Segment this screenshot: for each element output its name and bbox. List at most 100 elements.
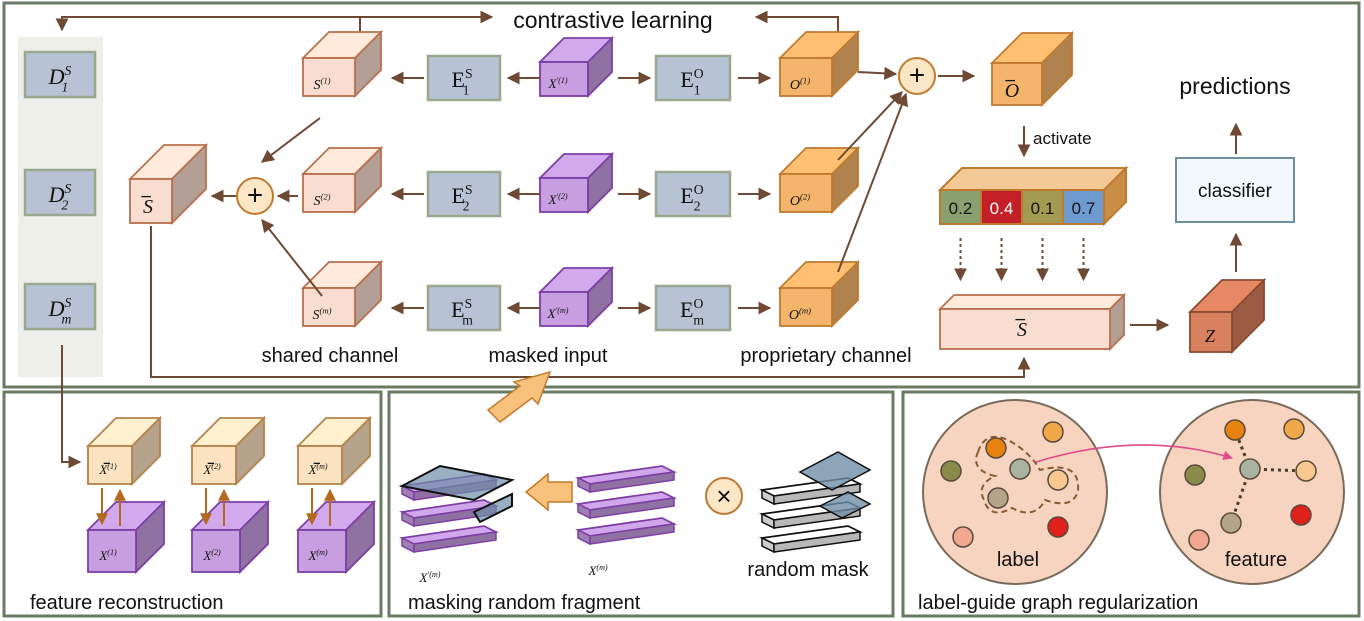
z-label-base: Z bbox=[1205, 326, 1216, 346]
shared-block-label-2-base: S bbox=[313, 194, 320, 209]
recon-block-label-2: X(2) bbox=[202, 462, 221, 477]
shared-encoder-label-3-sub: m bbox=[462, 313, 473, 328]
label-cluster-outline bbox=[975, 436, 1080, 514]
fill-arrow-left bbox=[524, 472, 573, 512]
shared-block-label-1: S(1) bbox=[313, 75, 330, 93]
prop-block-2 bbox=[777, 145, 861, 215]
prop-block-label-2-base: O bbox=[790, 194, 800, 209]
arrow-propm-to-sum bbox=[837, 92, 908, 273]
shared-block-label-3-base: S bbox=[312, 308, 319, 323]
decoder-label-1-base: D bbox=[48, 64, 65, 89]
prop-block-1-front bbox=[779, 57, 833, 97]
prop-encoder-label-3-base: E bbox=[680, 297, 693, 322]
decoder-label-3-sub: m bbox=[61, 312, 71, 327]
shared-encoder-label-1-sup: S bbox=[465, 66, 473, 81]
masked-input-caption: masked input bbox=[489, 345, 608, 367]
feature-caption: feature bbox=[1225, 549, 1287, 571]
mask-fragment-2 bbox=[818, 491, 872, 519]
feature-reconstruction-title: feature reconstruction bbox=[30, 592, 223, 614]
label-caption: label bbox=[997, 549, 1039, 571]
multiply-op: × bbox=[705, 477, 743, 515]
shared-block-1-front bbox=[302, 57, 356, 97]
graph-layer bbox=[922, 399, 1345, 585]
shared-block-label-2-sup: (2) bbox=[320, 191, 330, 201]
feature-node-olive bbox=[1184, 464, 1206, 486]
prop-block-label-2: O(2) bbox=[790, 191, 810, 209]
prop-block-3-front bbox=[779, 287, 833, 327]
prop-block-label-3: O(m) bbox=[789, 305, 811, 323]
reconstruction-layer: X(1)X(1)X(2)X(2)X(m)X(m) bbox=[85, 415, 377, 575]
shared-encoder-label-2-base: E bbox=[451, 183, 464, 208]
prop-encoder-label-2-base: E bbox=[680, 183, 693, 208]
arrow-shared1-to-sum bbox=[260, 117, 321, 163]
recon-block-1 bbox=[85, 415, 163, 487]
shared-block-2 bbox=[300, 145, 384, 215]
shared-encoder-label-3-base: E bbox=[451, 297, 464, 322]
masked-fragment-1 bbox=[399, 464, 515, 502]
weighted-shared-block bbox=[937, 292, 1127, 352]
raw-input-slab-2 bbox=[575, 491, 677, 520]
prop-block-label-3-sup: (m) bbox=[799, 305, 811, 315]
shared-aggregate-block-front bbox=[129, 178, 173, 224]
recon-block-label-3-base: X bbox=[307, 462, 317, 477]
shared-sum-glyph: + bbox=[247, 180, 263, 211]
activate-caption: activate bbox=[1033, 129, 1092, 148]
masked-block-3 bbox=[537, 265, 615, 329]
multiply-ring bbox=[705, 477, 743, 515]
shared-block-label-2: S(2) bbox=[313, 191, 330, 209]
shared-block-3 bbox=[300, 259, 384, 329]
masked-block-label-2: X′(2) bbox=[547, 192, 567, 207]
weight-value-2: 0.4 bbox=[990, 199, 1014, 218]
recon-block-3 bbox=[295, 415, 373, 487]
prop-encoder-3 bbox=[654, 284, 732, 332]
prop-encoder-label-3-sub: m bbox=[693, 313, 704, 328]
weighted-shared-label-base: S bbox=[1017, 319, 1027, 341]
input-block-label-2-sup: (2) bbox=[211, 548, 221, 557]
shared-block-label-1-base: S bbox=[313, 78, 320, 93]
shared-aggregate-block bbox=[127, 142, 209, 226]
masked-block-label-2-sup: ′(2) bbox=[556, 192, 567, 201]
decoder-label-1-sup: S bbox=[65, 63, 72, 78]
graph-panel bbox=[901, 390, 1361, 618]
masked-fragment-2 bbox=[472, 492, 513, 524]
predictions-caption: predictions bbox=[1179, 73, 1290, 99]
input-block-label-3: X(m) bbox=[307, 548, 327, 563]
input-block-label-1-base: X bbox=[98, 548, 108, 563]
weighted-shared-block-top bbox=[937, 294, 1127, 310]
decoder-label-1-sub: 1 bbox=[61, 80, 68, 95]
weight-cell-1 bbox=[939, 189, 982, 225]
prop-encoder-label-1-base: E bbox=[680, 67, 693, 92]
mask-fragment-1 bbox=[798, 451, 872, 491]
weight-value-3: 0.1 bbox=[1031, 199, 1055, 218]
feature-node-amber bbox=[1283, 418, 1305, 440]
recon-block-label-1-sup: (1) bbox=[107, 462, 117, 471]
input-block-label-1: X(1) bbox=[98, 548, 117, 563]
random-mask-caption: random mask bbox=[747, 559, 869, 581]
weight-cell-2 bbox=[980, 189, 1023, 225]
shared-channel-caption: shared channel bbox=[262, 345, 399, 367]
raw-input-label: X(m) bbox=[587, 563, 607, 578]
feature-node-light bbox=[1295, 460, 1317, 482]
recon-block-label-2-sup: (2) bbox=[211, 462, 221, 471]
input-block-label-2-base: X bbox=[202, 548, 212, 563]
prop-block-label-2-sup: (2) bbox=[800, 191, 810, 201]
weight-cell-3 bbox=[1021, 189, 1064, 225]
masked-block-2 bbox=[537, 151, 615, 215]
prop-aggregate-label: O bbox=[1005, 80, 1019, 102]
label-node-red bbox=[1047, 516, 1069, 538]
prop-encoder-label-3-sup: O bbox=[693, 296, 703, 311]
masked-block-label-2-base: X bbox=[547, 192, 557, 207]
z-label: Z bbox=[1205, 326, 1216, 346]
shared-encoder-label-1-sub: 1 bbox=[463, 83, 470, 98]
weighted-shared-block-front bbox=[939, 308, 1111, 350]
masked-output-label: X′(m) bbox=[419, 570, 441, 585]
shared-block-3-front bbox=[302, 287, 356, 327]
feature-node-red bbox=[1290, 504, 1312, 526]
masked-block-label-3-base: X bbox=[547, 306, 557, 321]
raw-input-label-sup: (m) bbox=[596, 563, 607, 572]
shared-sum-ring bbox=[236, 177, 274, 215]
